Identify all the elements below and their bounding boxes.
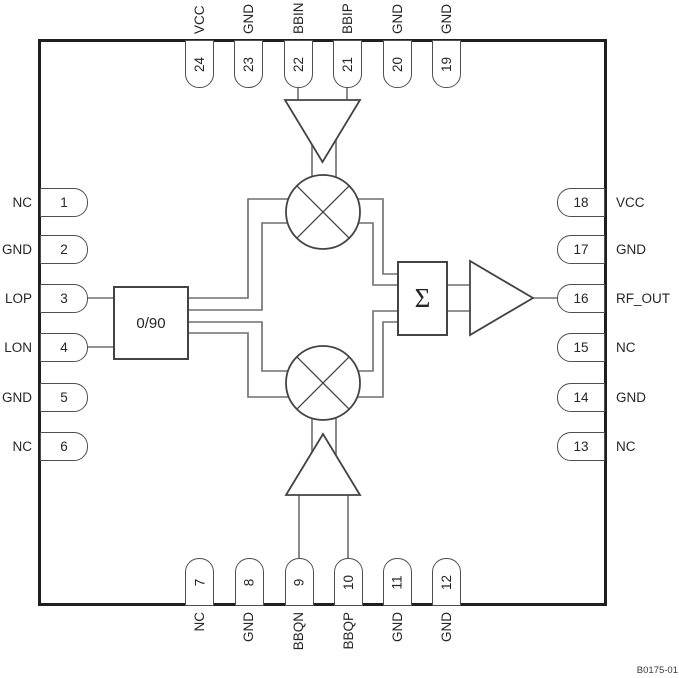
pin-label-gnd-12: GND (438, 612, 454, 642)
pin-number: 11 (389, 574, 405, 590)
sigma-label: Σ (414, 283, 431, 313)
pin-label-bbip: BBIP (339, 3, 355, 34)
figure-code: B0175-01 (636, 665, 678, 676)
pin-3: 3 (40, 283, 88, 313)
pin-number: 16 (573, 290, 589, 306)
pin-10: 10 (334, 558, 363, 606)
pin-18: 18 (557, 187, 605, 217)
pin-20: 20 (383, 40, 412, 88)
pin-number: 2 (60, 242, 68, 257)
pin-number: 24 (192, 56, 207, 72)
pin-label-vcc-18: VCC (616, 194, 645, 210)
pin-21: 21 (333, 40, 362, 88)
pin-5: 5 (40, 382, 88, 412)
phase-splitter-label: 0/90 (136, 314, 166, 332)
pin-label-bbqp: BBQP (340, 612, 356, 650)
pin-label-lop: LOP (4, 290, 32, 306)
pin-15: 15 (557, 332, 605, 362)
pin-17: 17 (557, 235, 605, 264)
pin-number: 14 (573, 389, 589, 405)
pin-number: 6 (60, 439, 68, 454)
pin-number: 15 (573, 339, 589, 355)
pin-label-gnd-2: GND (2, 242, 32, 257)
pin-label-nc-6: NC (12, 439, 33, 454)
pin-number: 17 (573, 242, 589, 257)
pin-label-gnd-8: GND (241, 612, 256, 642)
pin-label-gnd-23: GND (240, 4, 256, 34)
pin-number: 13 (573, 439, 589, 454)
pin-16: 16 (557, 283, 605, 313)
pin-number: 19 (439, 56, 454, 72)
pin-14: 14 (557, 382, 605, 412)
pin-number: 23 (241, 56, 256, 72)
pin-number: 10 (341, 574, 356, 590)
pin-number: 1 (60, 194, 68, 210)
pin-label-gnd-19: GND (438, 4, 454, 34)
pin-number: 12 (439, 574, 454, 590)
pin-22: 22 (284, 40, 313, 88)
pin-label-vcc-24: VCC (191, 5, 207, 34)
pin-number: 20 (390, 56, 405, 72)
summer-block: Σ (397, 261, 448, 336)
pin-9: 9 (284, 558, 314, 606)
pin-label-nc-15: NC (616, 339, 636, 355)
pin-label-gnd-5: GND (2, 389, 32, 405)
pin-number: 7 (191, 578, 207, 586)
pin-number: 4 (60, 339, 68, 355)
pin-23: 23 (234, 40, 263, 88)
pin-12: 12 (432, 558, 461, 606)
pin-number: 18 (573, 194, 589, 210)
pin-label-rf-out: RF_OUT (616, 290, 670, 306)
pin-label-nc-7: NC (191, 612, 207, 632)
phase-splitter-block: 0/90 (113, 286, 189, 360)
pin-11: 11 (383, 558, 412, 606)
pin-label-gnd-11: GND (389, 612, 405, 642)
pin-label-lon: LON (4, 339, 32, 355)
pin-19: 19 (432, 40, 461, 88)
pin-number: 9 (291, 578, 307, 586)
pin-2: 2 (40, 235, 88, 264)
pin-label-gnd-20: GND (389, 4, 405, 34)
pin-label-gnd-17: GND (616, 242, 646, 257)
pin-number: 22 (291, 56, 306, 72)
pin-number: 21 (340, 56, 355, 72)
pin-number: 8 (241, 578, 257, 586)
pin-7: 7 (185, 558, 214, 606)
pin-24: 24 (185, 40, 214, 88)
pin-label-bbin: BBIN (290, 2, 306, 34)
pin-8: 8 (234, 558, 264, 606)
pin-number: 5 (60, 389, 68, 405)
pin-label-nc-1: NC (12, 194, 33, 210)
pin-6: 6 (40, 432, 88, 461)
pin-label-gnd-14: GND (616, 389, 646, 405)
pin-label-bbqn: BBQN (291, 612, 306, 651)
pin-1: 1 (40, 187, 88, 217)
pin-number: 3 (60, 290, 68, 306)
pin-label-nc-13: NC (616, 439, 636, 454)
pin-13: 13 (557, 432, 605, 461)
pin-4: 4 (40, 332, 88, 362)
